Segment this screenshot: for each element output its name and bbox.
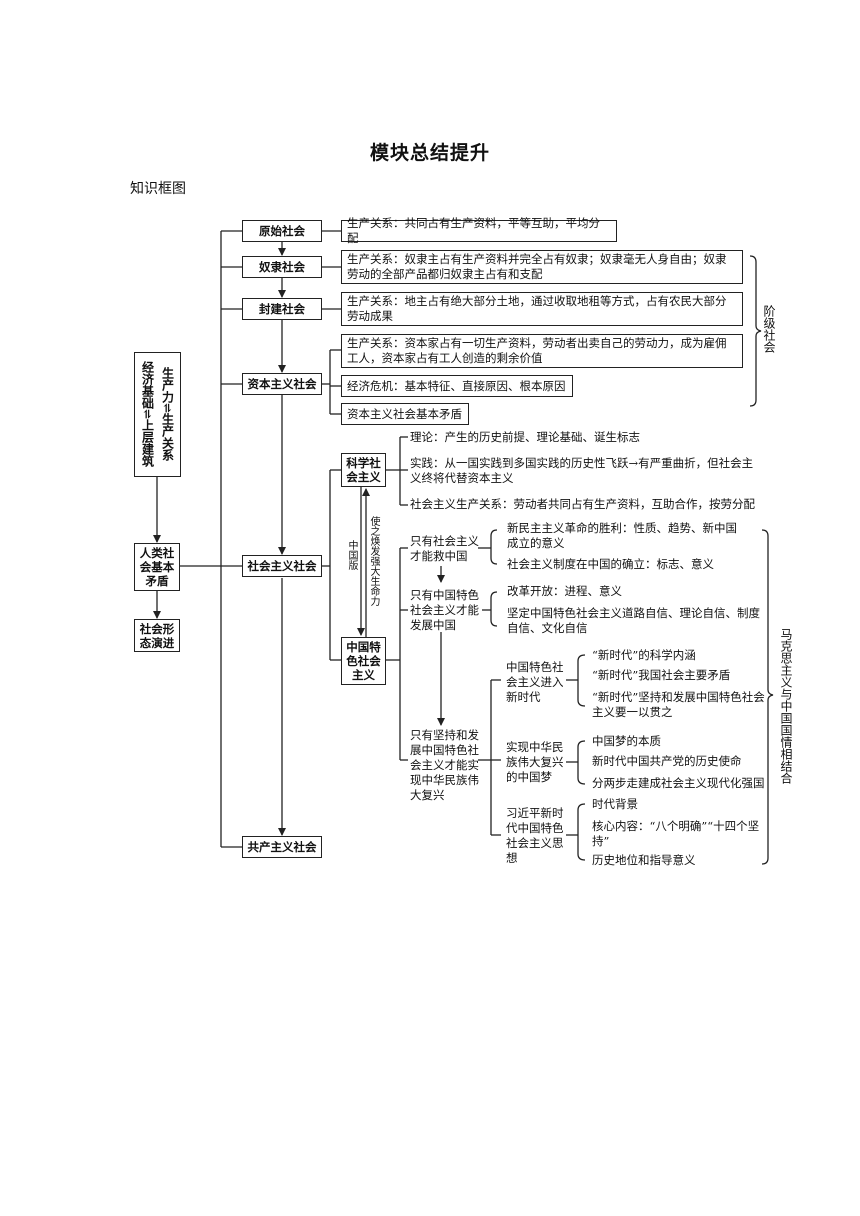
- scientific-socialism-box: 科学社会主义: [341, 453, 386, 487]
- rejuvenate-label: 使之焕发强大生命力: [368, 516, 379, 606]
- economic-crisis-box: 经济危机：基本特征、直接原因、根本原因: [341, 375, 573, 397]
- capitalist-society-box: 资本主义社会: [242, 373, 322, 395]
- china-version-label: 中国版: [346, 540, 357, 570]
- marxism-china-label: 马克思主义与中国国情相结合: [779, 628, 793, 784]
- capitalist-relation-box: 生产关系：资本家占有一切生产资料，劳动者出卖自己的劳动力，成为雇佣工人，资本家占…: [341, 334, 743, 368]
- page-title: 模块总结提升: [369, 142, 490, 164]
- branch2-item-1: 改革开放：进程、意义: [507, 584, 622, 598]
- page-subtitle: 知识框图: [130, 181, 186, 197]
- xi-item-2: 核心内容：“八个明确”“十四个坚持”: [592, 819, 760, 848]
- slave-relation-box: 生产关系：奴隶主占有生产资料并完全占有奴隶；奴隶毫无人身自由；奴隶劳动的全部产品…: [341, 250, 743, 284]
- branch2-title: 只有中国特色社会主义才能发展中国: [410, 588, 479, 632]
- slave-society-box: 奴隶社会: [242, 256, 322, 278]
- new-era-item-1: “新时代”的科学内涵: [592, 648, 696, 662]
- feudal-relation-box: 生产关系：地主占有绝大部分土地，通过收取地租等方式，占有农民大部分劳动成果: [341, 292, 743, 326]
- practice-text: 实践：从一国实践到多国实践的历史性飞跃→有严重曲折，但社会主义终将代替资本主义: [410, 456, 754, 485]
- dream-item-2: 新时代中国共产党的历史使命: [592, 754, 742, 768]
- dream-item-3: 分两步走建成社会主义现代化强国: [592, 776, 765, 790]
- branch1-title: 只有社会主义才能救中国: [410, 534, 479, 563]
- primitive-relation-box: 生产关系：共同占有生产资料，平等互助，平均分配: [341, 216, 617, 245]
- communist-society-box: 共产主义社会: [242, 836, 322, 858]
- new-era-title: 中国特色社会主义进入新时代: [506, 660, 564, 704]
- branch3-title: 只有坚持和发展中国特色社会主义才能实现中华民族伟大复兴: [410, 728, 479, 802]
- class-society-label: 阶级社会: [762, 305, 776, 353]
- socialist-relation-text: 社会主义生产关系：劳动者共同占有生产资料，互助合作，按劳分配: [410, 497, 755, 511]
- feudal-society-box: 封建社会: [242, 298, 322, 320]
- new-era-item-3: “新时代”坚持和发展中国特色社会主义要一以贯之: [592, 690, 765, 719]
- china-characteristic-socialism-box: 中国特色社会主义: [341, 637, 386, 685]
- xi-item-3: 历史地位和指导意义: [592, 853, 696, 867]
- productive-relation-text: 生产力⇌生产关系: [160, 367, 175, 462]
- branch1-item-2: 社会主义制度在中国的确立：标志、意义: [507, 557, 714, 571]
- xi-item-1: 时代背景: [592, 797, 638, 811]
- capitalist-contradiction-box: 资本主义社会基本矛盾: [341, 403, 469, 425]
- branch2-item-2: 坚定中国特色社会主义道路自信、理论自信、制度自信、文化自信: [507, 606, 760, 635]
- theory-text: 理论：产生的历史前提、理论基础、诞生标志: [410, 430, 640, 444]
- dream-title: 实现中华民族伟大复兴的中国梦: [506, 740, 564, 784]
- socialist-society-box: 社会主义社会: [242, 555, 322, 577]
- xi-thought-title: 习近平新时代中国特色社会主义思想: [506, 806, 564, 865]
- primitive-society-box: 原始社会: [242, 220, 322, 242]
- branch1-item-1: 新民主主义革命的胜利：性质、趋势、新中国成立的意义: [507, 521, 737, 550]
- base-superstructure-box: 生产力⇌生产关系 经济基础⇌上层建筑: [134, 352, 181, 477]
- dream-item-1: 中国梦的本质: [592, 734, 661, 748]
- new-era-item-2: “新时代”我国社会主要矛盾: [592, 668, 731, 682]
- social-evolution-box: 社会形态演进: [134, 619, 180, 652]
- basic-contradiction-box: 人类社会基本矛盾: [134, 543, 180, 591]
- base-superstructure-text: 经济基础⇌上层建筑: [140, 361, 155, 468]
